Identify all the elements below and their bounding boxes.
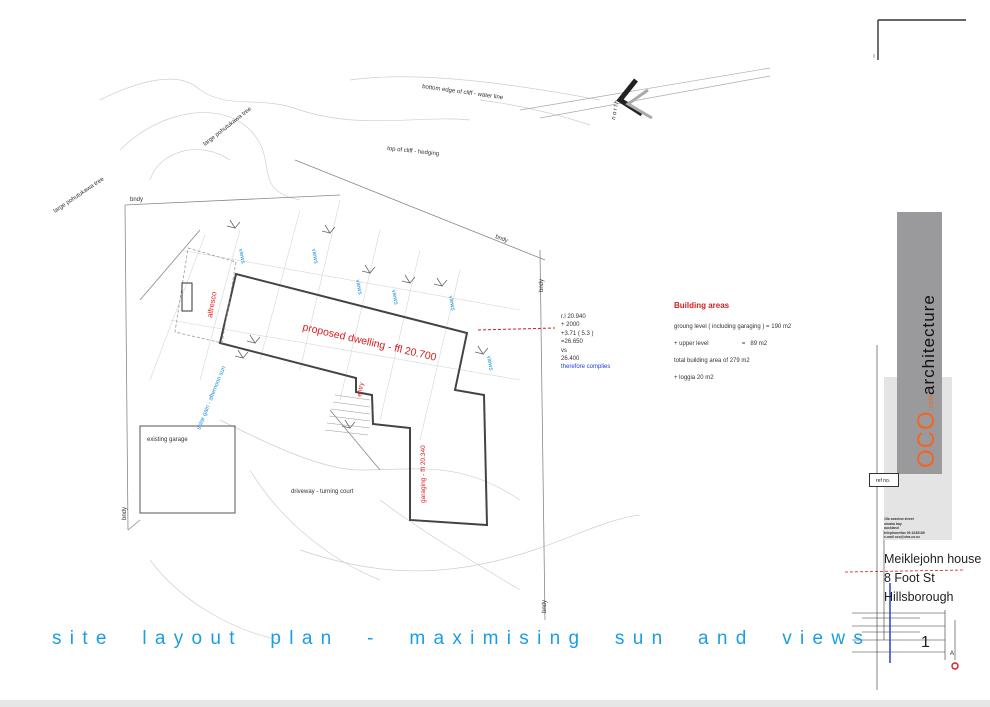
sheet-number: 1 (921, 634, 930, 651)
areas-row: + loggia 20 m2 (674, 375, 714, 381)
boundary-lines (124, 159, 546, 621)
areas-heading: Building areas (674, 301, 730, 310)
height-calculation: r.l 20.940 + 2000 +3.71 ( 5.3 ) =26.650 … (561, 313, 610, 372)
dwelling-outline (218, 272, 489, 527)
project-details: Meiklejohn house 8 Foot St Hillsborough (884, 550, 981, 607)
label-driveway: driveway - turning court (291, 489, 354, 495)
entry-stairs (324, 394, 371, 436)
label-alfresco: alfresco (205, 291, 218, 318)
label-existing-garage: existing garage (147, 437, 188, 443)
project-street: 8 Foot St (884, 571, 935, 585)
firm-line: telephone/fax 09 4235189 (884, 530, 925, 535)
label-tree-1: large pohutukawa tree (53, 176, 106, 215)
label-views-6: views (485, 355, 494, 371)
label-bndy-4: bndy (122, 507, 128, 520)
areas-row: + upper level = 89 m2 (674, 341, 768, 347)
pool-feature (181, 282, 193, 312)
setout-grid (149, 199, 521, 441)
firm-line: 15a seaview street (884, 517, 914, 521)
project-suburb: Hillsborough (884, 590, 954, 604)
label-views-1: views (237, 248, 246, 264)
firm-line: omaha bay (884, 521, 902, 526)
calc-line: r.l 20.940 (561, 314, 586, 320)
height-plane-line (477, 327, 556, 331)
calc-line: 26.400 (561, 356, 580, 363)
label-garaging: garaging - ffl 20.340 (420, 445, 427, 503)
ref-box: ref no. (869, 473, 899, 487)
firm-line: e-mail oco@xtra.co.nz (884, 535, 920, 540)
titleblock-frame (873, 19, 966, 690)
titleblock-rules (852, 610, 956, 660)
label-views-2: views (310, 248, 319, 264)
calc-result: therefore complies (561, 364, 611, 371)
firm-line: auckland (884, 526, 899, 531)
areas-row: groung level ( including garaging ) = 19… (674, 324, 792, 330)
terrain-contours (99, 76, 641, 641)
label-solar-gain: solar gain - afternoon sun (196, 365, 227, 430)
label-bndy-3: bndy (539, 279, 545, 292)
footer-bar (0, 700, 990, 707)
calc-line: =26.650 (561, 339, 583, 346)
revision-marker (951, 662, 959, 670)
label-bndy-1: bndy (130, 197, 143, 203)
calc-line: +3.71 ( 5.3 ) (561, 330, 594, 337)
brand-logo: OCO .com architecture (913, 294, 940, 468)
label-views-4: views (390, 289, 399, 305)
label-cliff-bottom: bottom edge of cliff - water line (422, 84, 504, 101)
label-cliff-top: top of cliff - hedging (387, 146, 440, 157)
label-dwelling: proposed dwelling - ffl 20.700 (301, 321, 437, 364)
existing-garage (139, 425, 236, 514)
calc-line: vs (561, 347, 567, 354)
brand-panel-dark (897, 212, 942, 474)
svg-text:OCO: OCO (913, 410, 940, 468)
project-name: Meiklejohn house (884, 552, 982, 566)
firm-address: 15a seaview street omaha bay auckland te… (884, 517, 925, 540)
label-bndy-2: bndy (494, 234, 508, 244)
label-views-3: views (354, 279, 363, 295)
view-markers (226, 219, 489, 429)
grid-reference-line (844, 569, 966, 573)
svg-text:architecture: architecture (919, 294, 938, 395)
svg-text:north: north (611, 98, 621, 120)
svg-text:.com: .com (928, 395, 935, 410)
label-entry: entry (356, 381, 366, 397)
north-arrow: north (519, 67, 771, 120)
building-areas: Building areas groung level ( including … (674, 301, 844, 392)
revision-letter: A (950, 651, 955, 657)
calc-line: + 2000 (561, 322, 580, 329)
alfresco-area (174, 247, 237, 344)
areas-row: total building area of 279 m2 (674, 358, 750, 364)
label-bndy-5: bndy (542, 600, 548, 613)
plan-title: site layout plan - maximising sun and vi… (52, 628, 872, 649)
label-views-5: views (447, 295, 456, 311)
